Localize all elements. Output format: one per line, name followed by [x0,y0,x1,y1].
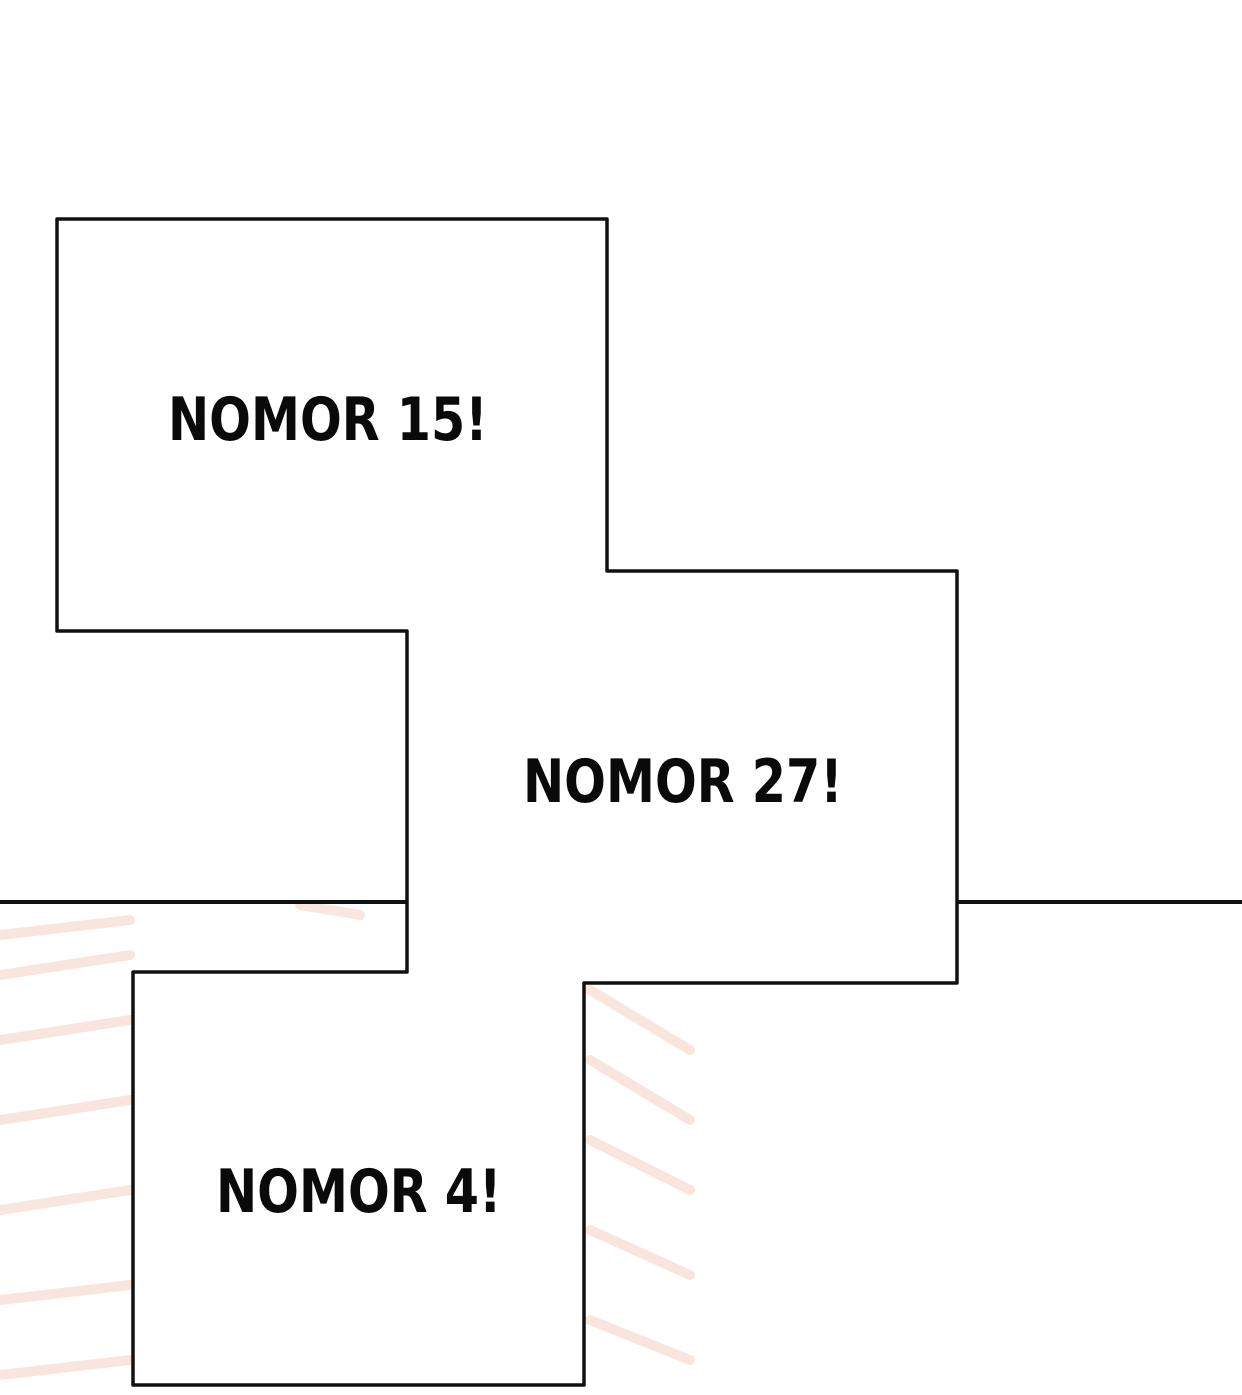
caption-box-1-fill [57,219,607,631]
caption-text-nomor-4: NOMOR 4! [216,1157,502,1227]
caption-text-nomor-15: NOMOR 15! [168,385,488,455]
caption-box-3-fill [133,972,584,1385]
caption-text-nomor-27: NOMOR 27! [523,747,843,817]
caption-box-2-fill [407,571,957,983]
background-sketch [0,900,695,1380]
caption-boxes-outline [55,217,959,1387]
